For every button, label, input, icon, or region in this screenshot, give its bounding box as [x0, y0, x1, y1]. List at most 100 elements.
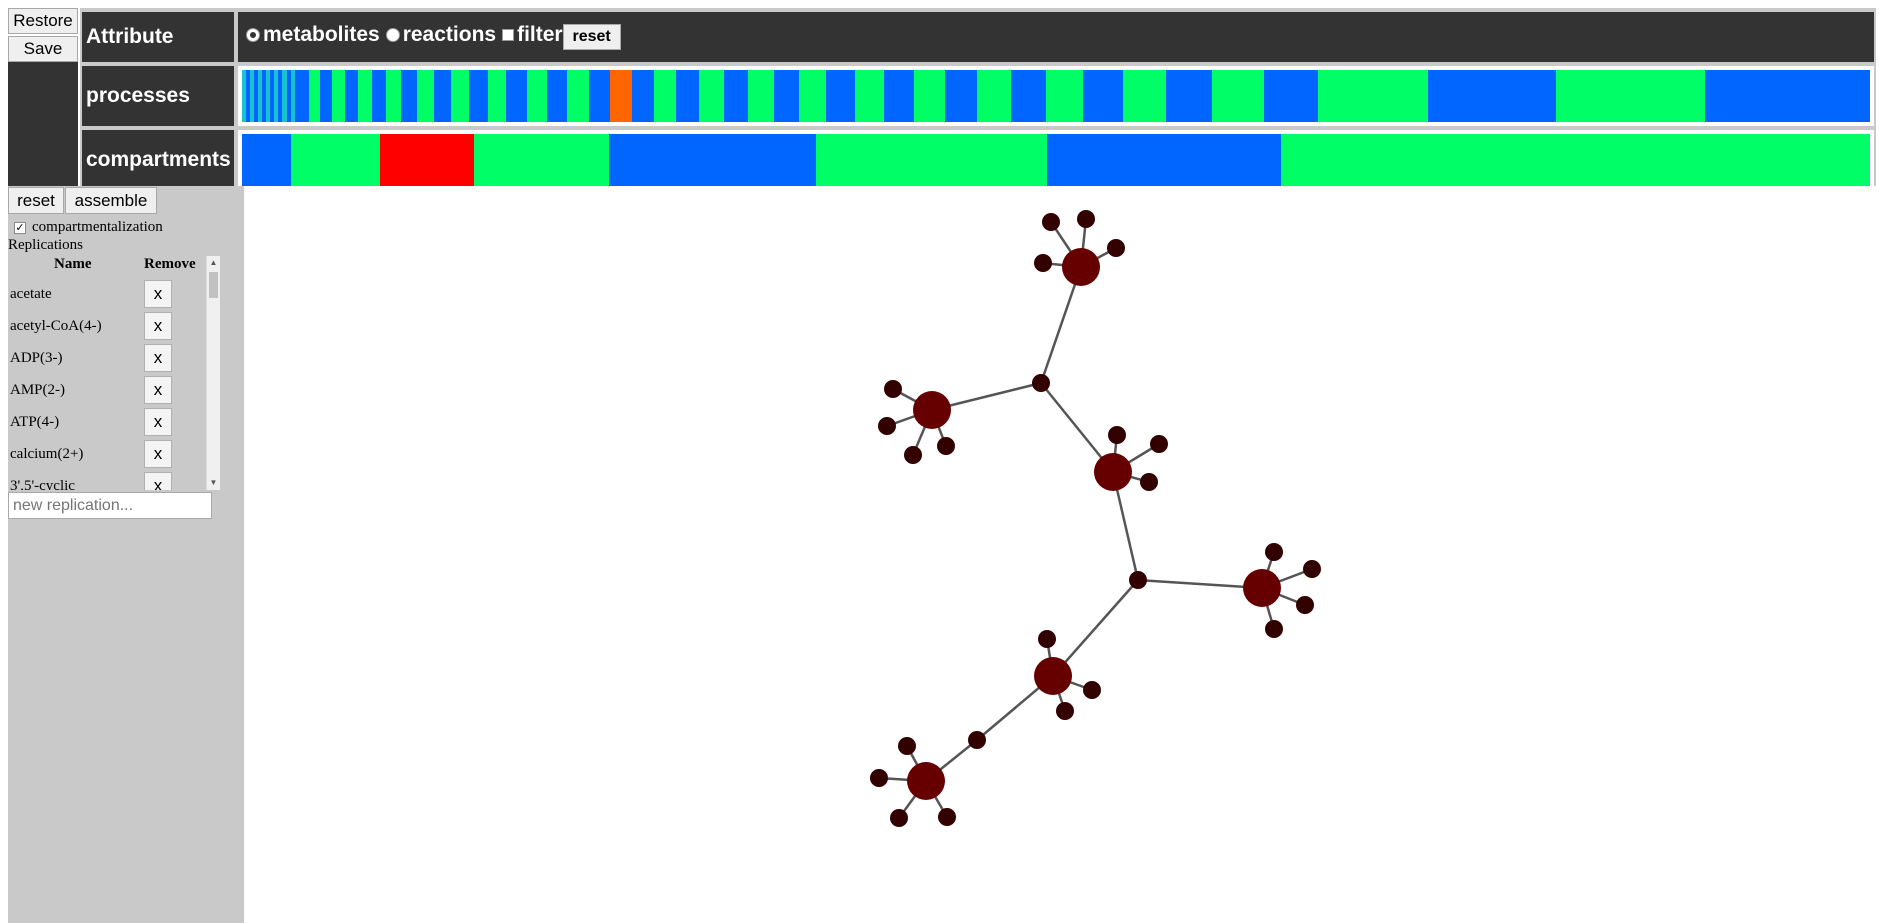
new-replication-input[interactable]: [8, 492, 212, 519]
save-button[interactable]: Save: [8, 36, 78, 62]
process-segment[interactable]: [945, 70, 978, 122]
compartment-segment[interactable]: [242, 134, 291, 186]
graph-junction-node[interactable]: [1032, 374, 1050, 392]
graph-metabolite-node[interactable]: [870, 769, 888, 787]
graph-metabolite-node[interactable]: [1108, 426, 1126, 444]
remove-replication-button[interactable]: x: [144, 472, 172, 490]
graph-metabolite-node[interactable]: [878, 417, 896, 435]
graph-metabolite-node[interactable]: [1140, 473, 1158, 491]
process-segment[interactable]: [723, 70, 748, 122]
graph-metabolite-node[interactable]: [890, 809, 908, 827]
process-segment[interactable]: [250, 70, 255, 122]
process-segment[interactable]: [433, 70, 452, 122]
attribute-reset-button[interactable]: reset: [562, 24, 621, 50]
graph-metabolite-node[interactable]: [1056, 702, 1074, 720]
graph-reaction-node[interactable]: [1243, 569, 1281, 607]
filter-checkbox[interactable]: [502, 29, 515, 41]
compartment-segment[interactable]: [474, 134, 610, 186]
process-segment[interactable]: [344, 70, 359, 122]
process-segment[interactable]: [1166, 70, 1213, 122]
process-segment[interactable]: [676, 70, 700, 122]
graph-metabolite-node[interactable]: [937, 437, 955, 455]
process-segment[interactable]: [332, 70, 345, 122]
process-segment[interactable]: [1263, 70, 1318, 122]
process-segment[interactable]: [262, 70, 267, 122]
process-segment[interactable]: [526, 70, 547, 122]
remove-replication-button[interactable]: x: [144, 408, 172, 436]
graph-metabolite-node[interactable]: [898, 737, 916, 755]
graph-junction-node[interactable]: [968, 731, 986, 749]
process-segment[interactable]: [913, 70, 946, 122]
compartment-segment[interactable]: [379, 134, 475, 186]
process-segment[interactable]: [274, 70, 279, 122]
replications-scrollbar[interactable]: ▲ ▼: [206, 256, 220, 490]
graph-metabolite-node[interactable]: [1303, 560, 1321, 578]
graph-metabolite-node[interactable]: [1265, 620, 1283, 638]
process-segment[interactable]: [278, 70, 283, 122]
process-segment[interactable]: [506, 70, 527, 122]
reactions-radio[interactable]: [385, 28, 400, 42]
process-segment[interactable]: [610, 70, 632, 122]
process-segment[interactable]: [270, 70, 275, 122]
process-segment[interactable]: [242, 70, 247, 122]
graph-metabolite-node[interactable]: [1042, 213, 1060, 231]
graph-metabolite-node[interactable]: [1265, 543, 1283, 561]
process-segment[interactable]: [884, 70, 914, 122]
graph-metabolite-node[interactable]: [1077, 210, 1095, 228]
process-segment[interactable]: [320, 70, 333, 122]
process-segment[interactable]: [266, 70, 271, 122]
graph-metabolite-node[interactable]: [1083, 681, 1101, 699]
compartment-segment[interactable]: [1281, 134, 1870, 186]
graph-metabolite-node[interactable]: [1150, 435, 1168, 453]
compartment-segment[interactable]: [815, 134, 1047, 186]
graph-reaction-node[interactable]: [913, 391, 951, 429]
remove-replication-button[interactable]: x: [144, 344, 172, 372]
process-segment[interactable]: [854, 70, 885, 122]
process-segment[interactable]: [246, 70, 251, 122]
process-segment[interactable]: [1011, 70, 1047, 122]
remove-replication-button[interactable]: x: [144, 312, 172, 340]
process-segment[interactable]: [588, 70, 611, 122]
process-segment[interactable]: [282, 70, 287, 122]
process-segment[interactable]: [1123, 70, 1167, 122]
graph-metabolite-node[interactable]: [904, 446, 922, 464]
process-segment[interactable]: [487, 70, 507, 122]
scroll-thumb[interactable]: [209, 272, 218, 298]
compartment-segment[interactable]: [290, 134, 380, 186]
process-segment[interactable]: [294, 70, 299, 122]
remove-replication-button[interactable]: x: [144, 376, 172, 404]
process-segment[interactable]: [254, 70, 259, 122]
graph-metabolite-node[interactable]: [1296, 596, 1314, 614]
process-segment[interactable]: [1556, 70, 1705, 122]
graph-metabolite-node[interactable]: [938, 808, 956, 826]
reset-button[interactable]: reset: [8, 187, 64, 214]
graph-junction-node[interactable]: [1129, 571, 1147, 589]
process-segment[interactable]: [309, 70, 321, 122]
process-segment[interactable]: [1082, 70, 1124, 122]
remove-replication-button[interactable]: x: [144, 440, 172, 468]
graph-metabolite-node[interactable]: [1034, 254, 1052, 272]
process-segment[interactable]: [417, 70, 434, 122]
process-segment[interactable]: [977, 70, 1012, 122]
restore-button[interactable]: Restore: [8, 8, 78, 34]
process-segment[interactable]: [747, 70, 774, 122]
process-segment[interactable]: [386, 70, 402, 122]
graph-metabolite-node[interactable]: [1107, 239, 1125, 257]
process-segment[interactable]: [468, 70, 488, 122]
metabolites-radio[interactable]: [246, 28, 260, 42]
process-segment[interactable]: [286, 70, 291, 122]
graph-metabolite-node[interactable]: [1038, 630, 1056, 648]
graph-reaction-node[interactable]: [1062, 248, 1100, 286]
graph-reaction-node[interactable]: [907, 762, 945, 800]
graph-reaction-node[interactable]: [1034, 657, 1072, 695]
process-segment[interactable]: [799, 70, 827, 122]
process-segment[interactable]: [631, 70, 654, 122]
process-segment[interactable]: [258, 70, 263, 122]
process-segment[interactable]: [401, 70, 418, 122]
process-segment[interactable]: [826, 70, 855, 122]
compartment-segment[interactable]: [1046, 134, 1282, 186]
network-graph[interactable]: [244, 186, 1879, 923]
process-segment[interactable]: [451, 70, 469, 122]
process-segment[interactable]: [290, 70, 295, 122]
compartmentalization-checkbox[interactable]: ✓: [14, 220, 26, 234]
